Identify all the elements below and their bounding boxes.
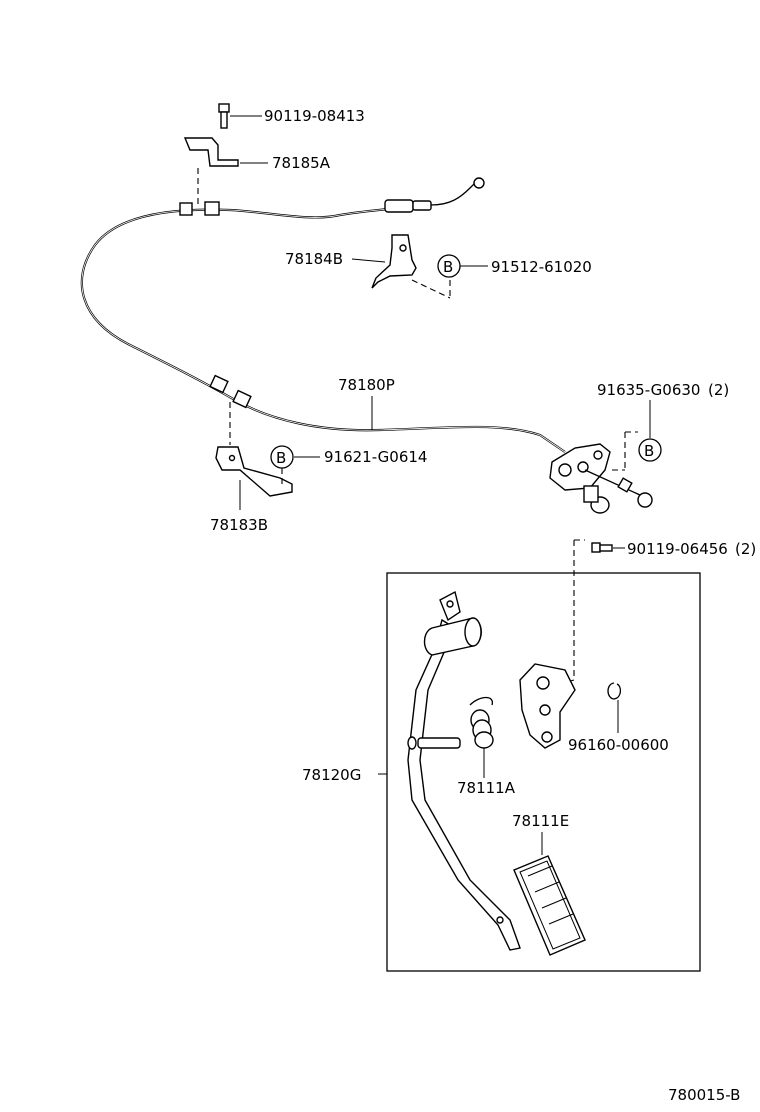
marker-b-2-text: B [276, 449, 286, 467]
marker-b-3-text: B [644, 442, 654, 460]
qty-90119-06456: (2) [735, 540, 756, 558]
marker-b-1-text: B [443, 258, 453, 276]
pedal-bracket [519, 663, 576, 749]
pedal-pad: 78111E [512, 812, 586, 956]
label-96160-00600: 96160-00600 [568, 736, 669, 754]
pedal-assembly-box: 78120G [302, 572, 701, 972]
pedal-pivot-housing [549, 431, 653, 514]
accelerator-cable [80, 177, 566, 453]
label-78111A: 78111A [457, 779, 516, 797]
diagram-code: 780015-B [668, 1086, 740, 1104]
cable-label-group: 78180P [338, 376, 395, 430]
bolt-marker-b-3: 91635-G0630 (2) B [597, 381, 729, 462]
label-78183B: 78183B [210, 516, 268, 534]
pedal-arm [407, 590, 521, 951]
e-ring: 96160-00600 [568, 682, 669, 754]
bolt-90119-06456: 90119-06456 (2) [559, 539, 756, 685]
bolt-marker-b-1: B 91512-61020 [437, 254, 592, 278]
label-78185A: 78185A [272, 154, 331, 172]
label-90119-08413: 90119-08413 [264, 107, 365, 125]
bracket-78183B: 78183B [210, 402, 293, 534]
bolt-marker-b-2: B 91621-G0614 [270, 445, 427, 488]
return-spring: 78111A [457, 696, 516, 797]
label-91635-G0630: 91635-G0630 [597, 381, 700, 399]
qty-91635-G0630: (2) [708, 381, 729, 399]
label-90119-06456: 90119-06456 [627, 540, 728, 558]
label-78111E: 78111E [512, 812, 569, 830]
label-78184B: 78184B [285, 250, 343, 268]
bracket-78184B: 78184B [285, 234, 451, 299]
label-91621-G0614: 91621-G0614 [324, 448, 427, 466]
label-91512-61020: 91512-61020 [491, 258, 592, 276]
label-78120G: 78120G [302, 766, 361, 784]
bracket-78185A: 78185A [183, 137, 331, 205]
label-78180P: 78180P [338, 376, 395, 394]
bolt-90119-08413: 90119-08413 [218, 103, 365, 129]
